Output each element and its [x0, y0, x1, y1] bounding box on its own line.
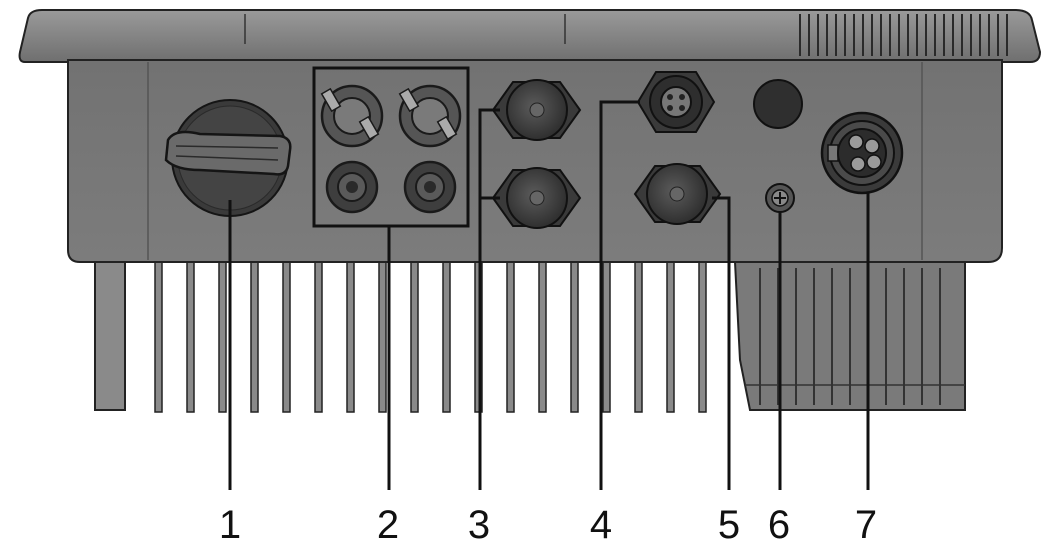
leader-line-5 — [712, 196, 731, 490]
ac-output-connector — [820, 111, 904, 195]
leader-line-4 — [599, 100, 640, 490]
callout-6: 6 — [767, 503, 791, 547]
ac-cable-gland — [633, 163, 722, 225]
pv-connector-bottom-left — [325, 160, 379, 214]
leader-line-3a — [478, 108, 500, 490]
callout-7: 7 — [854, 503, 878, 547]
pv-connector-top-right — [398, 84, 462, 148]
communication-port — [636, 71, 716, 133]
callout-4: 4 — [589, 503, 613, 547]
callout-5: 5 — [717, 503, 741, 547]
leader-lines — [228, 100, 870, 490]
blank-plug — [753, 79, 803, 129]
ground-screw — [765, 183, 795, 213]
heat-sink-fins-right — [733, 261, 966, 411]
pv-connector-group — [312, 66, 470, 228]
callout-3: 3 — [467, 503, 491, 547]
dc-switch-knob — [164, 99, 292, 217]
pv-connector-top-left — [320, 84, 384, 148]
callout-1: 1 — [218, 503, 242, 547]
callout-2: 2 — [376, 503, 400, 547]
communication-cable-glands — [491, 79, 582, 229]
pv-connector-bottom-right — [403, 160, 457, 214]
enclosure-lid — [18, 9, 1042, 63]
heat-sink-fins-left — [94, 261, 707, 413]
